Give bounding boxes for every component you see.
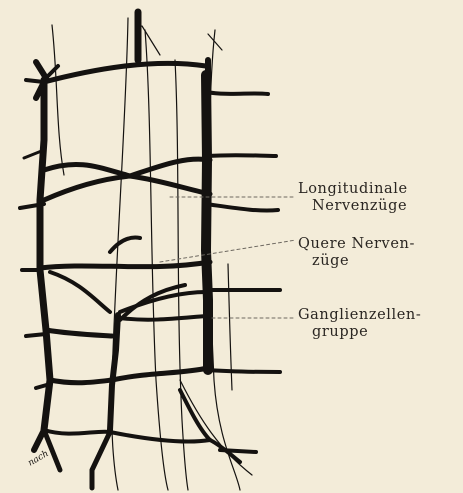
- label-quere-nervenzuege: Quere Nerven- züge: [298, 236, 415, 270]
- label-quere-line-1: Quere Nerven-: [298, 236, 415, 253]
- thin-nerve-fibres: [52, 18, 252, 490]
- label-ganglien-line-1: Ganglienzellen-: [298, 307, 421, 324]
- label-ganglien-line-2: gruppe: [298, 324, 421, 341]
- leader-lines: [160, 197, 296, 318]
- transverse-tract-1: [44, 63, 206, 82]
- longitudinal-trunk-right: [206, 75, 208, 370]
- label-longitudinale-line-2: Nervenzüge: [298, 198, 408, 215]
- longitudinal-trunk-left: [40, 80, 50, 430]
- label-longitudinale-line-1: Longitudinale: [298, 181, 408, 198]
- transverse-tract-2: [44, 159, 210, 176]
- label-quere-line-2: züge: [298, 253, 415, 270]
- transverse-tract-3: [40, 262, 210, 268]
- thick-nerve-network: [20, 12, 280, 488]
- label-longitudinale-nervenzuege: Longitudinale Nervenzüge: [298, 181, 408, 215]
- artist-signature: nach: [27, 449, 51, 469]
- leader-line-quere: [160, 240, 296, 262]
- label-ganglienzellengruppe: Ganglienzellen- gruppe: [298, 307, 421, 341]
- transverse-tract-4: [46, 330, 112, 336]
